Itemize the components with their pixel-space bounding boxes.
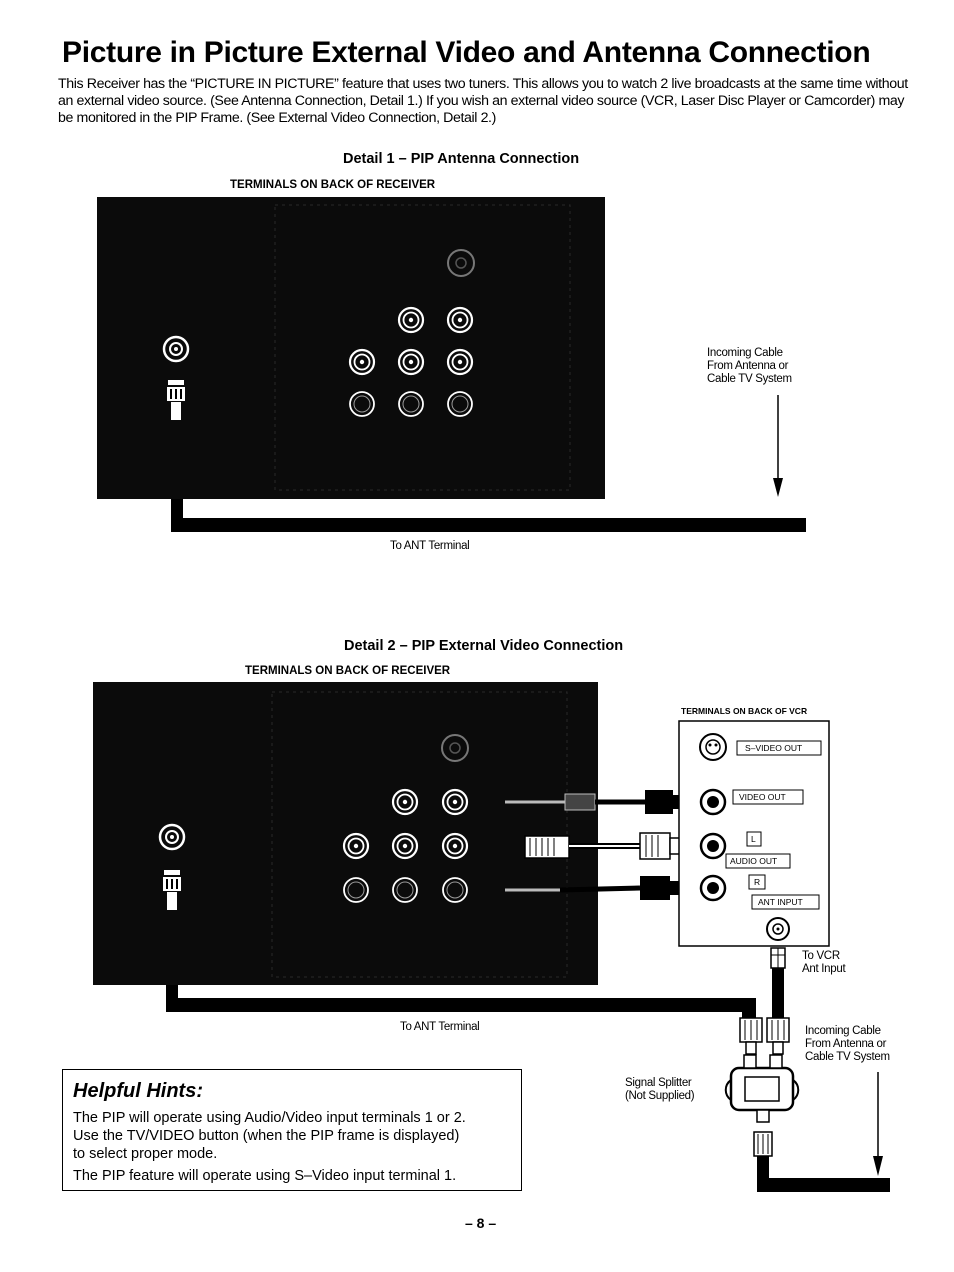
detail2-down-arrow-icon bbox=[873, 1072, 883, 1176]
incoming-cable-line2: From Antenna or bbox=[805, 1038, 887, 1050]
incoming-cable-line3: Cable TV System bbox=[707, 373, 792, 385]
detail1-incoming-cable-label: Incoming Cable From Antenna or Cable TV … bbox=[707, 347, 792, 386]
helpful-hints-box: Helpful Hints: The PIP will operate usin… bbox=[62, 1069, 522, 1191]
detail2-to-ant-label: To ANT Terminal bbox=[400, 1021, 480, 1033]
splitter-label: Signal Splitter (Not Supplied) bbox=[625, 1077, 695, 1103]
ant-input-label: ANT INPUT bbox=[758, 897, 803, 907]
hint-line-2: Use the TV/VIDEO button (when the PIP fr… bbox=[73, 1128, 460, 1144]
detail2-ant-cable bbox=[166, 985, 756, 1020]
to-vcr-line1: To VCR bbox=[802, 950, 840, 962]
antenna-jack-icon bbox=[158, 823, 186, 851]
intro-paragraph: This Receiver has the “PICTURE IN PICTUR… bbox=[58, 76, 908, 126]
helpful-hints-title: Helpful Hints: bbox=[73, 1080, 203, 1102]
s-video-jack-icon bbox=[441, 734, 469, 762]
splitter-connectors bbox=[739, 1017, 790, 1055]
vcr-terminals-caption: TERMINALS ON BACK OF VCR bbox=[681, 706, 808, 716]
detail1-heading: Detail 1 – PIP Antenna Connection bbox=[343, 151, 580, 167]
audio-l-label: L bbox=[751, 834, 756, 844]
audio-out-label: AUDIO OUT bbox=[730, 856, 778, 866]
hint-line-4: The PIP feature will operate using S–Vid… bbox=[73, 1168, 457, 1184]
to-vcr-label: To VCR Ant Input bbox=[802, 950, 846, 976]
detail1-cable bbox=[171, 499, 806, 532]
antenna-jack-icon bbox=[162, 335, 190, 363]
incoming-cable-line1: Incoming Cable bbox=[805, 1025, 881, 1037]
detail1-receiver-panel bbox=[97, 197, 605, 499]
incoming-cable bbox=[753, 1131, 890, 1192]
s-video-out-jack-icon bbox=[699, 733, 727, 761]
hint-line-1: The PIP will operate using Audio/Video i… bbox=[73, 1110, 466, 1126]
detail2-receiver-panel bbox=[93, 682, 598, 985]
vcr-antenna-jack-icon bbox=[766, 917, 790, 941]
video-out-label: VIDEO OUT bbox=[739, 792, 786, 802]
detail2-heading: Detail 2 – PIP External Video Connection bbox=[344, 638, 624, 654]
s-video-out-label: S–VIDEO OUT bbox=[745, 743, 803, 753]
to-vcr-line2: Ant Input bbox=[802, 963, 846, 975]
splitter-line1: Signal Splitter bbox=[625, 1077, 692, 1089]
detail1-down-arrow-icon bbox=[773, 395, 783, 497]
detail1-terminals-caption: TERMINALS ON BACK OF RECEIVER bbox=[230, 179, 436, 191]
incoming-cable-line2: From Antenna or bbox=[707, 360, 789, 372]
page-title: Picture in Picture External Video and An… bbox=[62, 36, 871, 69]
splitter-line2: (Not Supplied) bbox=[625, 1090, 695, 1102]
incoming-cable-line1: Incoming Cable bbox=[707, 347, 783, 359]
signal-splitter-icon bbox=[724, 1054, 800, 1123]
hint-line-3: to select proper mode. bbox=[73, 1146, 218, 1162]
s-video-jack-icon bbox=[447, 249, 475, 277]
detail1-to-ant-label: To ANT Terminal bbox=[390, 540, 470, 552]
page-number: – 8 – bbox=[465, 1215, 497, 1231]
vcr-panel bbox=[678, 720, 830, 947]
detail2-terminals-caption: TERMINALS ON BACK OF RECEIVER bbox=[245, 665, 451, 677]
audio-r-label: R bbox=[754, 877, 761, 887]
detail2-incoming-cable-label: Incoming Cable From Antenna or Cable TV … bbox=[805, 1025, 890, 1064]
incoming-cable-line3: Cable TV System bbox=[805, 1051, 890, 1063]
vcr-ant-cable bbox=[770, 947, 786, 1020]
